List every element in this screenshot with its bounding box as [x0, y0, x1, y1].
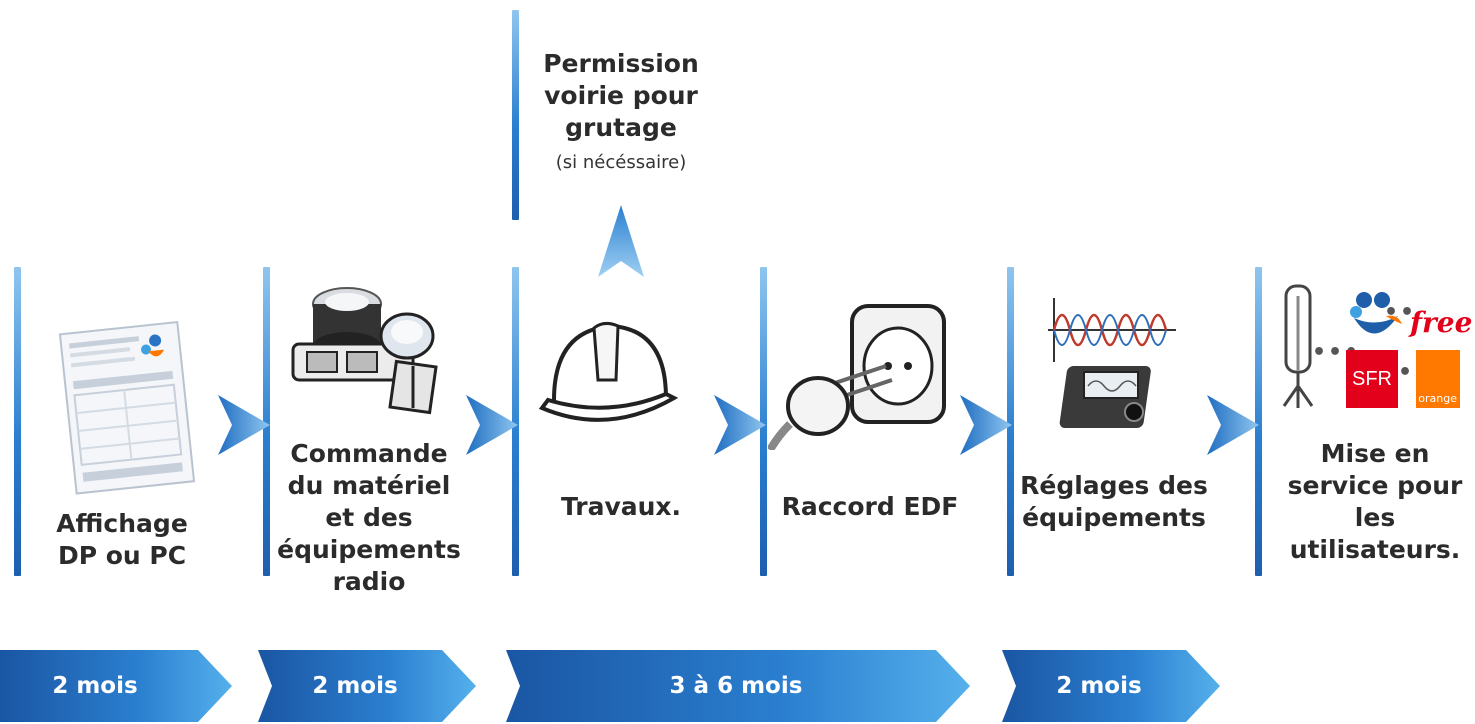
- permission-note-title: Permission voirie pour grutage: [543, 49, 699, 142]
- orange-logo: orange: [1416, 350, 1460, 408]
- flow-arrow-icon-1: [218, 395, 270, 455]
- timeline-divider-5: [1007, 267, 1014, 576]
- duration-ribbon-4: 2 mois: [1002, 650, 1220, 722]
- timeline-divider-2: [263, 267, 270, 576]
- link-dots-2: ••: [1384, 300, 1417, 325]
- timeline-divider-1: [14, 267, 21, 576]
- free-logo: free: [1410, 306, 1473, 339]
- flow-arrow-icon-2: [466, 395, 518, 455]
- note-divider: [512, 10, 519, 220]
- bouygues-logo-icon: [1350, 292, 1402, 334]
- duration-ribbon-2: 2 mois: [258, 650, 476, 722]
- step-label-reglages: Réglages des équipements: [1020, 471, 1208, 532]
- step-label-travaux: Travaux.: [560, 492, 682, 521]
- duration-label-2: 2 mois: [312, 673, 398, 699]
- permission-note-subtitle: (si nécéssaire): [555, 152, 687, 173]
- duration-ribbon-3: 3 à 6 mois: [506, 650, 970, 722]
- timeline-divider-3: [512, 267, 519, 576]
- hard-hat-icon: [538, 321, 678, 422]
- flow-arrow-icon-3: [714, 395, 766, 455]
- radio-equipment-icon: [291, 287, 438, 415]
- up-arrow-icon: [598, 205, 644, 277]
- step-label-commande: Commande du matériel et des équipements …: [277, 439, 461, 596]
- flow-arrow-icon-4: [960, 395, 1012, 455]
- antenna-icon: [1282, 284, 1314, 408]
- duration-ribbon-1: 2 mois: [0, 650, 232, 722]
- duration-label-3: 3 à 6 mois: [669, 673, 803, 699]
- orange-logo-label: orange: [1418, 392, 1457, 405]
- flow-arrow-icon-5: [1207, 395, 1259, 455]
- step-label-raccord: Raccord EDF: [781, 492, 959, 521]
- permit-notice-icon: [58, 320, 196, 495]
- timeline-divider-4: [760, 267, 767, 576]
- signal-meter-icon: [1048, 298, 1176, 428]
- duration-label-4: 2 mois: [1056, 673, 1142, 699]
- timeline-divider-6: [1255, 267, 1262, 576]
- sfr-logo: SFR: [1346, 350, 1398, 408]
- duration-label-1: 2 mois: [52, 673, 138, 699]
- step-label-mise-en-service: Mise en service pour les utilisateurs.: [1287, 439, 1463, 564]
- step-label-affichage: Affichage DP ou PC: [56, 509, 188, 570]
- power-plug-icon: [768, 304, 946, 450]
